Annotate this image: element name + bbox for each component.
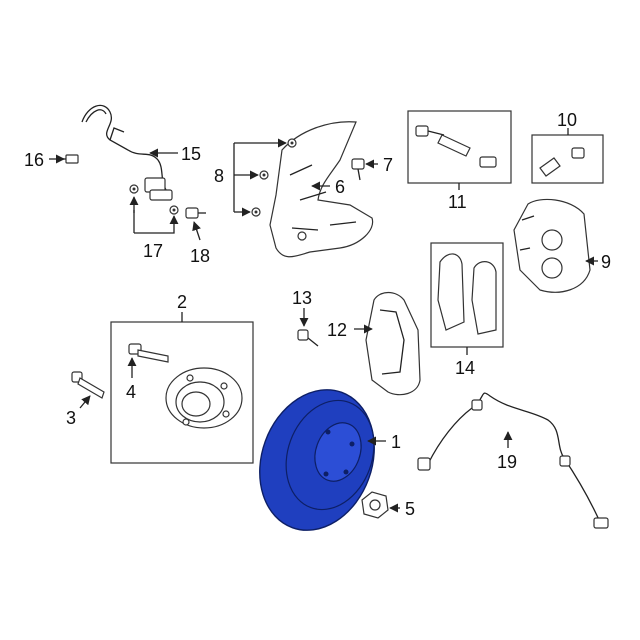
callout-1: 1: [391, 432, 401, 452]
callout-19: 19: [497, 452, 517, 472]
splash-shield: [269, 121, 374, 258]
hub-bolt-3: [71, 371, 105, 399]
callout-11: 11: [448, 192, 467, 212]
callout-6: 6: [335, 177, 345, 197]
brake-hose-assembly: [81, 104, 173, 201]
leader-lines: [49, 128, 598, 513]
callout-2: 2: [177, 292, 187, 312]
callout-17: 17: [143, 241, 163, 261]
callout-8: 8: [214, 166, 224, 186]
callout-labels: 1 2 3 4 5 6 7 8 9 10 11 12 13 14 15 16 1…: [24, 110, 611, 519]
caliper-bracket: [365, 291, 421, 396]
callout-18: 18: [190, 246, 210, 266]
shield-washers-8: [251, 138, 297, 217]
bleeder-screw-kit: [539, 147, 585, 177]
callout-12: 12: [327, 320, 347, 340]
abs-sensor-wire: [417, 392, 609, 529]
callout-7: 7: [383, 155, 393, 175]
hose-bolt-18: [185, 207, 206, 219]
brake-rotor: [259, 389, 375, 531]
brake-pads: [437, 253, 497, 335]
callout-4: 4: [126, 382, 136, 402]
brake-caliper: [513, 198, 591, 293]
bracket-bolt-13: [297, 329, 319, 347]
callout-14: 14: [455, 358, 475, 378]
wheel-hub-assembly: [165, 367, 243, 429]
wheel-stud-4: [128, 343, 169, 363]
callout-13: 13: [292, 288, 312, 308]
callout-5: 5: [405, 499, 415, 519]
callout-16: 16: [24, 150, 44, 170]
callout-15: 15: [181, 144, 201, 164]
caliper-guide-pin-kit: [415, 125, 497, 168]
box-bleeder-kit: [531, 134, 604, 184]
hub-nut: [361, 491, 389, 519]
callout-10: 10: [557, 110, 577, 130]
hose-washers-17: [129, 184, 179, 215]
shield-bolt-7: [351, 158, 365, 181]
callout-3: 3: [66, 408, 76, 428]
callout-9: 9: [601, 252, 611, 272]
